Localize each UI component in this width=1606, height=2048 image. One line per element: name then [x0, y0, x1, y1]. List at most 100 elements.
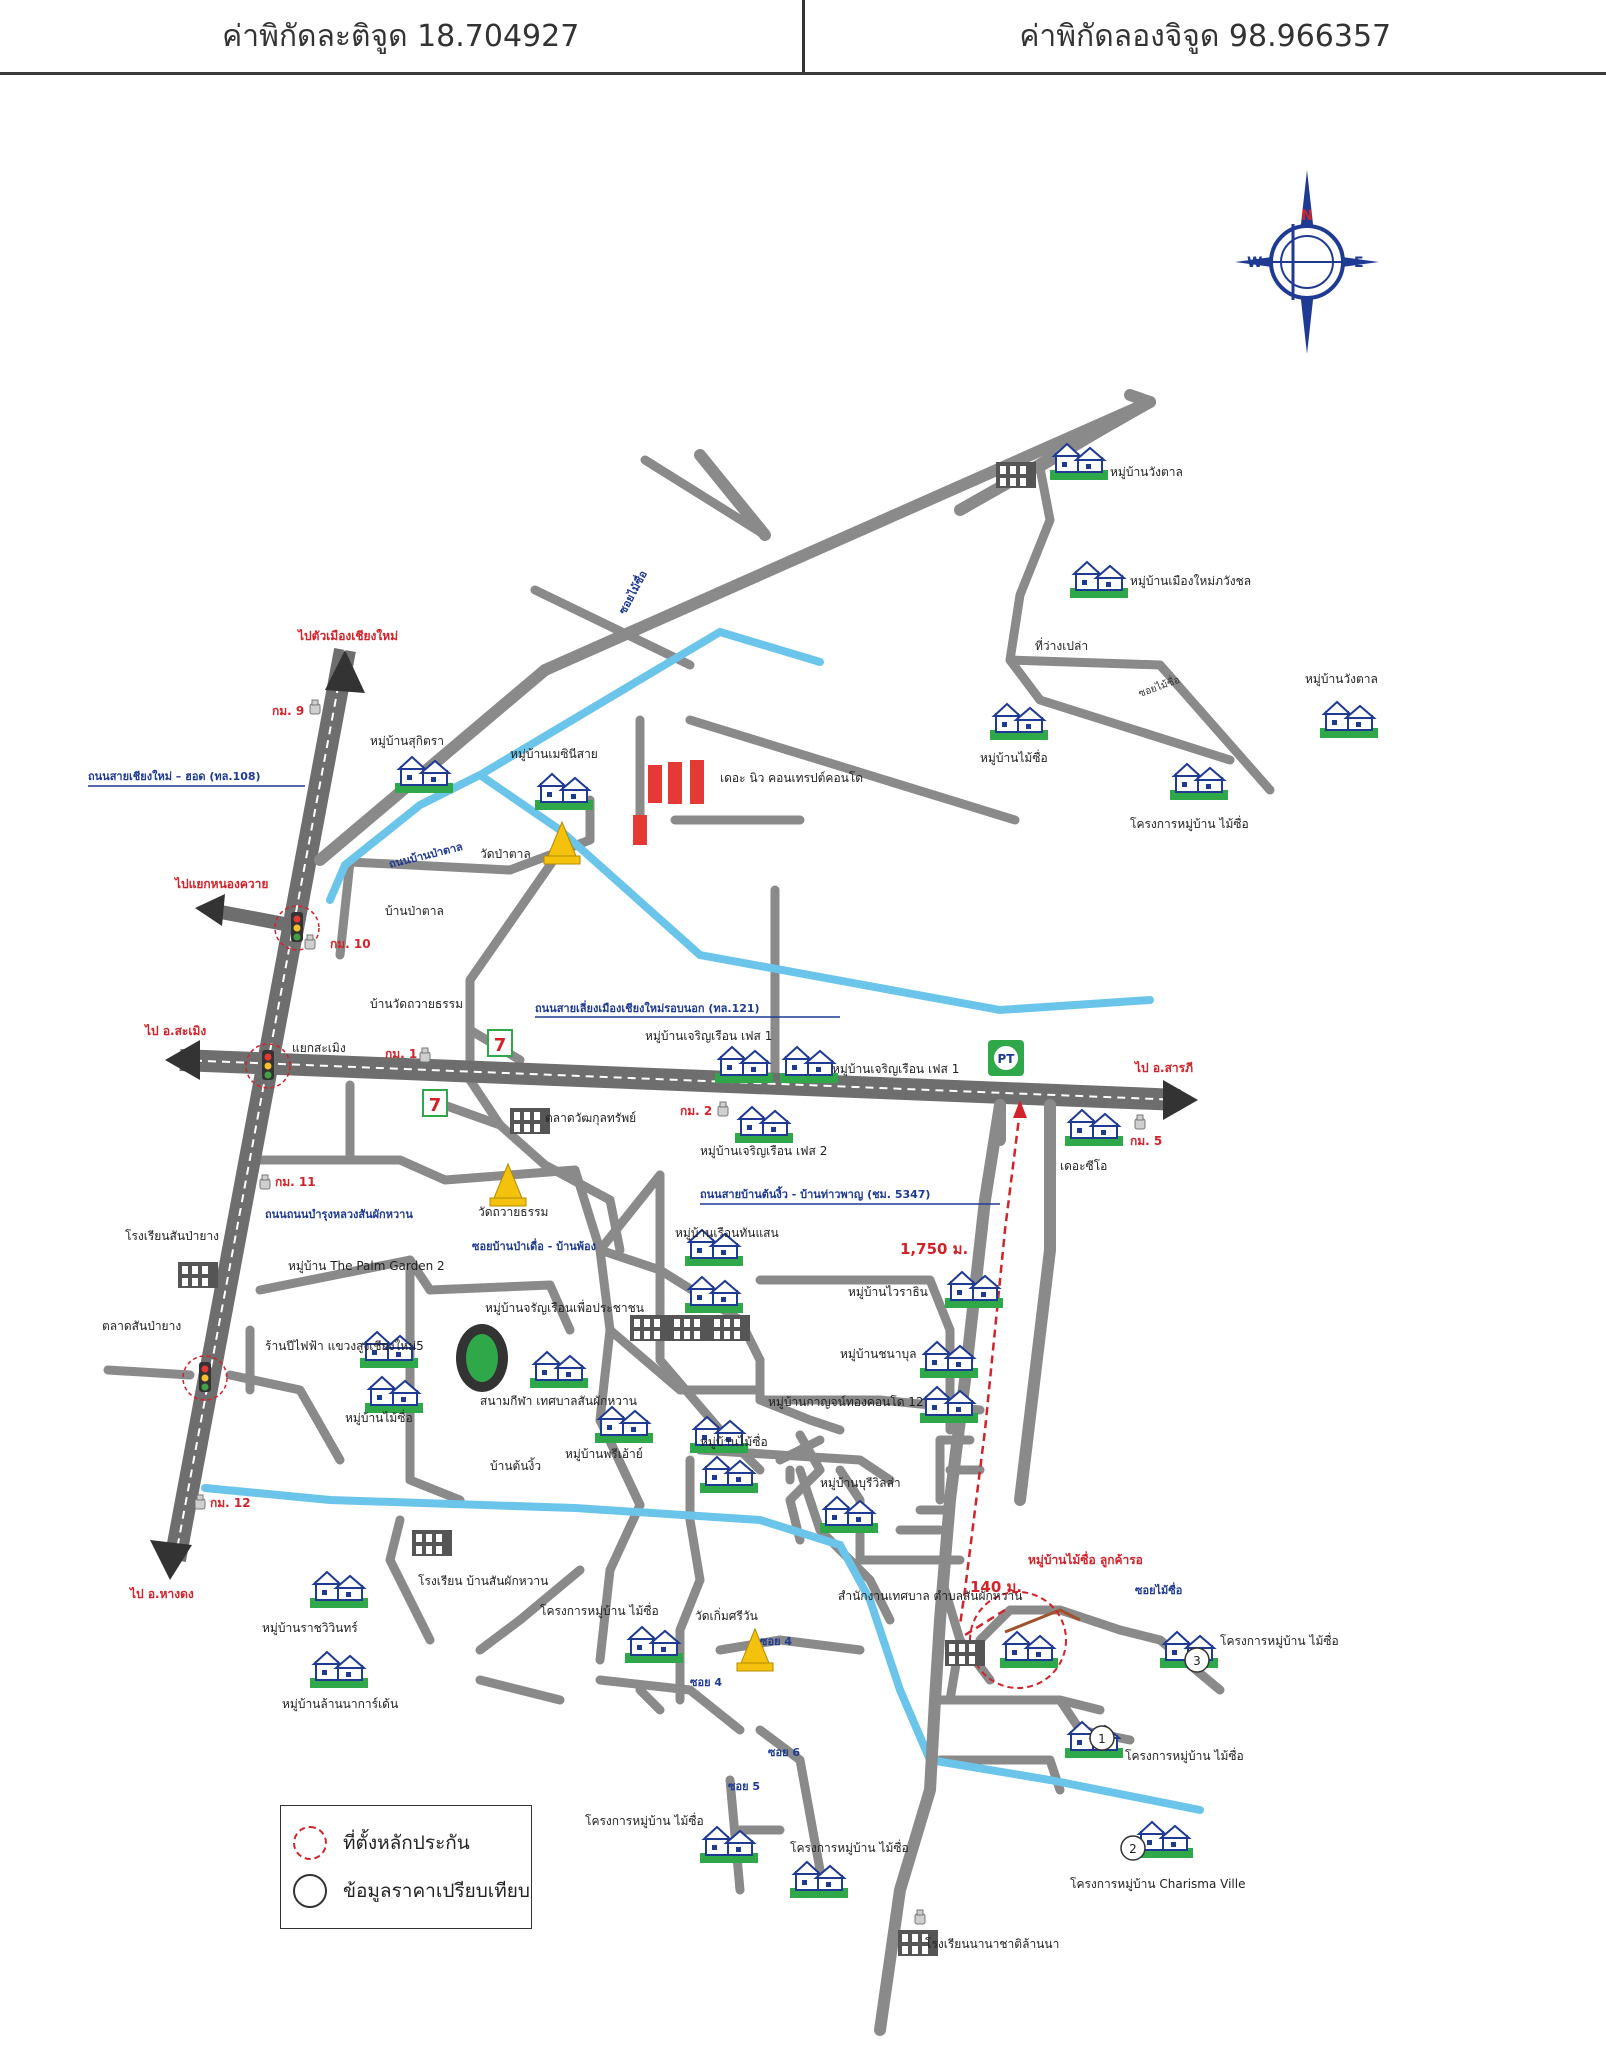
direction-to-nongkwai: ไปแยกหนองควาย: [173, 876, 268, 891]
place-label: หมู่บ้านล้านนาการ์เด้น: [282, 1697, 398, 1712]
hospital-building-icon: [178, 1262, 218, 1288]
place-label: หมู่บ้านไม้ซื่อ: [700, 1433, 768, 1450]
km-marker-icon: [194, 1494, 206, 1510]
place-label: วัดเกิ่มศรีวัน: [695, 1607, 758, 1623]
place-label: หมู่บ้านวังตาล: [1110, 465, 1183, 480]
road-label-small: ถนนถนนบำรุงหลวงสันผักหวาน: [265, 1208, 413, 1222]
place-label: โรงเรียน บ้านสันผักหวาน: [418, 1574, 548, 1588]
place-label: สนามกีฬา เทศบาลสันผักหวาน: [480, 1394, 637, 1408]
place-label: หมู่บ้านวังตาล: [1305, 672, 1378, 687]
longitude-label: ค่าพิกัดลองจิจูด 98.966357: [1019, 18, 1392, 54]
km-marker-icon: [259, 1174, 271, 1190]
compass-e: E: [1354, 255, 1364, 271]
school-building-icon: [412, 1530, 452, 1556]
place-label: สำนักงานเทศบาล ตำบลสันผักหวาน: [838, 1589, 1022, 1603]
km-marker-icon: [304, 934, 316, 950]
svg-text:3: 3: [1193, 1654, 1201, 1668]
road-label-soi-mai: ซอยไม้ซื่อ: [614, 568, 649, 617]
km-label: กม. 10: [330, 937, 371, 951]
building-icon: [630, 1315, 670, 1341]
place-label: โครงการหมู่บ้าน ไม้ซื่อ: [540, 1602, 659, 1619]
place-label: หมู่บ้านไวราธิน: [848, 1285, 928, 1300]
road-label: ซอย 6: [768, 1746, 800, 1759]
place-label: โครงการหมู่บ้าน ไม้ซื่อ: [1220, 1632, 1339, 1649]
place-label: โครงการหมู่บ้าน ไม้ซื่อ: [790, 1839, 909, 1856]
place-label: โรงเรียนสันป่ายาง: [125, 1229, 219, 1243]
road-label-soi-mai2: ซอยไม้ซื่อ: [1136, 672, 1181, 700]
km-label: กม. 2: [680, 1104, 712, 1118]
place-label: หมู่บ้าน The Palm Garden 2: [288, 1259, 445, 1274]
legend-subject: ที่ตั้งหลักประกัน: [293, 1826, 470, 1860]
km-label: กม. 5: [1130, 1134, 1162, 1148]
compass-n: N: [1301, 208, 1313, 224]
place-label: หมู่บ้านราชวิวินทร์: [262, 1621, 358, 1636]
svg-text:7: 7: [494, 1035, 507, 1056]
place-label: วัดป่าตาล: [480, 847, 531, 861]
km-label: กม. 9: [272, 704, 304, 718]
road-label-105: ถนนสายเชียงใหม่ – ฮอด (ทล.108): [88, 769, 261, 783]
place-label: ตลาดสันป่ายาง: [102, 1319, 181, 1333]
place-label: ร้านปีไฟฟ้า แขวงสูงเชียงใหม่5: [265, 1339, 424, 1354]
road-label: ซอย 4: [760, 1635, 792, 1648]
place-label: โครงการหมู่บ้าน ไม้ซื่อ: [1125, 1747, 1244, 1764]
place-label: ที่ว่างเปล่า: [1035, 637, 1088, 653]
km-marker-icon: [419, 1047, 431, 1063]
place-label: เดอะซีโอ: [1060, 1159, 1107, 1173]
distance-arrow-icon: [1013, 1100, 1027, 1118]
convenience-store-icon: 7: [422, 1089, 448, 1117]
comparable-marker-2: 2: [1120, 1835, 1146, 1861]
subject-circle-icon: [293, 1826, 327, 1860]
compass-s: S: [1302, 306, 1312, 322]
svg-text:PT: PT: [998, 1052, 1016, 1066]
km-marker-icon: [1134, 1114, 1146, 1130]
km-label: กม. 1: [385, 1047, 417, 1061]
market-building-icon: [510, 1108, 550, 1134]
distance-line: [958, 1109, 1022, 1637]
place-label: วัดถวายธรรม: [478, 1205, 548, 1219]
gas-station-icon: PT: [988, 1040, 1024, 1076]
place-label: ซอยไม้ซื่อ: [1135, 1582, 1182, 1597]
svg-text:2: 2: [1129, 1842, 1137, 1856]
place-label: โครงการหมู่บ้าน ไม้ซื่อ: [1130, 815, 1249, 832]
svg-text:7: 7: [429, 1095, 442, 1116]
place-label: หมู่บ้านเจริญเรือน เฟส 2: [700, 1144, 827, 1159]
place-label: โครงการหมู่บ้าน ไม้ซื่อ: [585, 1812, 704, 1829]
place-label: เดอะ นิว คอนเทรปต์คอนโด: [720, 771, 863, 785]
comparable-circle-icon: [293, 1874, 327, 1908]
highway-121: [165, 1040, 1198, 1120]
place-label: หมู่บ้านไม้ซื่อ: [980, 749, 1048, 766]
highway-105: [150, 647, 365, 1580]
place-label: หมู่บ้านสุกิตรา: [370, 734, 444, 749]
place-label: หมู่บ้านเจริญเรือน เฟส 1: [832, 1062, 959, 1077]
road-label: ซอย 4: [690, 1676, 722, 1689]
place-label: หมู่บ้านจรัญเรือนเพื่อประชาชน: [485, 1299, 644, 1316]
distance-label-1750: 1,750 ม.: [900, 1240, 968, 1258]
place-label: หมู่บ้านเรือนทันแสน: [675, 1226, 779, 1241]
place-label: บ้านต้นงิ้ว: [490, 1457, 541, 1473]
place-label: บ้านวัดถวายธรรม: [370, 997, 463, 1011]
road-label-121: ถนนสายเลี่ยงเมืองเชียงใหม่รอบนอก (ทล.121…: [535, 1000, 760, 1015]
building-icon: [996, 462, 1036, 488]
km-label: กม. 12: [210, 1496, 251, 1510]
direction-to-samoeng: ไป อ.สะเมิง: [143, 1023, 206, 1038]
place-label: โครงการหมู่บ้าน Charisma Ville: [1070, 1877, 1245, 1892]
road-label: ซอย 5: [728, 1780, 760, 1793]
legend-subject-label: ที่ตั้งหลักประกัน: [343, 1832, 470, 1854]
km-marker-icon: [309, 699, 321, 715]
legend-comparable: ข้อมูลราคาเปรียบเทียบ: [293, 1874, 530, 1908]
subject-road: [1004, 1608, 1081, 1634]
place-label: หมู่บ้านชนาบุล: [840, 1347, 916, 1362]
direction-to-sarapee: ไป อ.สารภี: [1133, 1060, 1193, 1075]
convenience-store-icon: 7: [487, 1029, 513, 1057]
building-icon: [670, 1315, 710, 1341]
village-icons: [309, 443, 1379, 1899]
place-label: หมู่บ้านเมซินีสาย: [510, 747, 598, 762]
place-label: หมู่บ้านไม้ซื่อ: [345, 1409, 413, 1426]
coordinate-header: ค่าพิกัดละติจูด 18.704927 ค่าพิกัดลองจิจ…: [0, 0, 1606, 75]
comparable-marker-1: 1: [1089, 1725, 1115, 1751]
km-label: กม. 11: [275, 1175, 316, 1189]
compass-rose-icon: N S E W: [1235, 170, 1379, 354]
latitude-label: ค่าพิกัดละติจูด 18.704927: [222, 18, 580, 54]
km-marker-icon: [914, 1909, 926, 1925]
